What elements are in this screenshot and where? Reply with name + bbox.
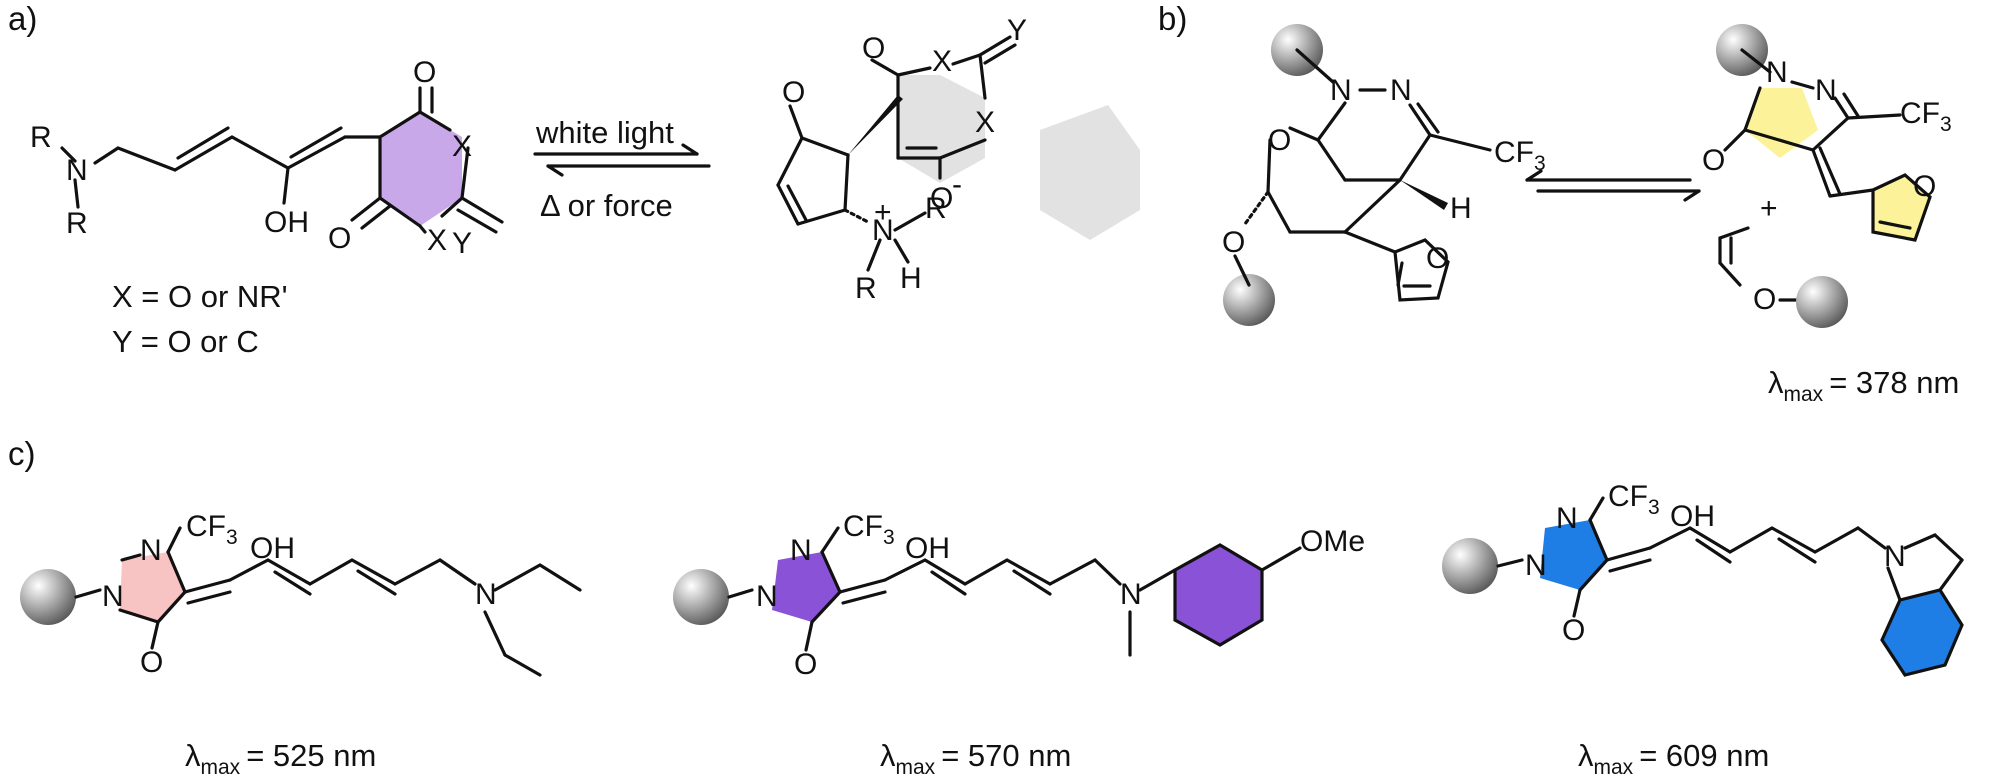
amine-n: N — [66, 154, 88, 187]
dye2-oh: OH — [905, 532, 950, 565]
polymer-bead-icon — [1442, 538, 1498, 594]
product-ring-highlight — [898, 75, 985, 183]
forward-condition: white light — [535, 115, 674, 150]
dye2-cf3: CF3 — [843, 510, 895, 549]
furan-o-right: O — [1913, 170, 1936, 203]
pink-pyrazolone-ring — [120, 552, 185, 622]
pyrazolone-o: O — [1702, 144, 1725, 177]
plus-sign: + — [1760, 192, 1778, 225]
ammonium-r-bottom: R — [855, 272, 877, 305]
cycloadduct-n2: N — [1390, 74, 1412, 107]
equilibrium-arrow-icon — [533, 143, 711, 177]
pyrazolone-n1: N — [1766, 56, 1788, 89]
dye2-amine-n: N — [1120, 578, 1142, 611]
bicyclic-ring-highlight — [1040, 105, 1140, 240]
ring-x-top: X — [452, 130, 472, 163]
cyclopentenone-product-bonds — [776, 35, 1017, 272]
dye-609-bonds — [1496, 496, 1964, 618]
enone-o: O — [782, 76, 805, 109]
dye3-n2: N — [1556, 502, 1578, 535]
ketone-o-bottom: O — [328, 222, 351, 255]
stenhouse-salt-bonds — [60, 86, 504, 234]
lambda-max-b: λmax= 378 nm — [1768, 365, 1959, 406]
panel-a-label: a) — [8, 0, 37, 37]
ketone-o-top: O — [413, 56, 436, 89]
ring-y: Y — [452, 227, 472, 260]
pyrazolone-n2: N — [1815, 74, 1837, 107]
ether-o: O — [1222, 226, 1245, 259]
stereocenter-h: H — [1450, 192, 1472, 225]
dye3-oh: OH — [1670, 500, 1715, 533]
dye1-o: O — [140, 646, 163, 679]
product-y: Y — [1007, 14, 1027, 47]
polymer-bead-icon — [673, 569, 729, 625]
dye3-n1: N — [1525, 549, 1547, 582]
dye3-cf3: CF3 — [1608, 480, 1660, 519]
vinyl-ether-bonds — [1718, 226, 1799, 302]
amine-r-top: R — [30, 121, 52, 154]
pyran-o: O — [1268, 124, 1291, 157]
cf3-right: CF3 — [1900, 97, 1952, 136]
ring-x-bottom: X — [427, 224, 447, 257]
polymer-bead-icon — [1796, 276, 1848, 328]
dye-570-bonds — [727, 526, 1177, 657]
y-definition: Y = O or C — [112, 324, 259, 359]
vinyl-ether-o: O — [1753, 283, 1776, 316]
panel-c-label: c) — [8, 435, 36, 472]
dye3-indoline-n: N — [1884, 540, 1906, 573]
furan-ring — [1393, 238, 1450, 302]
dye2-n1: N — [756, 580, 778, 613]
ammonium-h: H — [900, 262, 922, 295]
pyrazolone-ring-highlight — [1745, 88, 1818, 158]
enol-oh: OH — [264, 206, 309, 239]
enolate-o: O — [930, 182, 953, 215]
amine-r-bottom: R — [66, 207, 88, 240]
panel-b-label: b) — [1158, 0, 1187, 37]
indoline-benzo-ring — [1880, 588, 1964, 677]
blue-pyrazolone-ring — [1540, 520, 1607, 590]
dye2-o: O — [794, 648, 817, 681]
product-x-mid: X — [975, 106, 995, 139]
product-x-top: X — [932, 45, 952, 78]
equilibrium-arrow-icon — [1525, 169, 1701, 202]
polymer-bead-icon — [20, 569, 76, 625]
dye2-n2: N — [790, 534, 812, 567]
dye-525-bonds — [74, 526, 582, 677]
dione-ring-highlight — [380, 112, 462, 226]
reverse-condition: Δ or force — [540, 188, 673, 223]
dye1-n1: N — [102, 580, 124, 613]
pyrazolone-product-bonds — [1723, 48, 1902, 198]
ammonium-n: N — [872, 214, 894, 247]
x-definition: X = O or NR' — [112, 279, 288, 314]
violet-pyrazolone-ring — [772, 552, 840, 622]
dye1-amine-n: N — [475, 578, 497, 611]
product-ketone-o: O — [862, 32, 885, 65]
cycloadduct-n1: N — [1330, 74, 1352, 107]
lambda-max-609: λmax= 609 nm — [1578, 738, 1769, 779]
lambda-max-570: λmax= 570 nm — [880, 738, 1071, 779]
ammonium-r-right: R — [925, 192, 947, 225]
furan-o: O — [1426, 242, 1449, 275]
cycloadduct-bonds — [1233, 48, 1492, 302]
dye3-o: O — [1562, 614, 1585, 647]
polymer-bead-icon — [1223, 274, 1275, 326]
dye1-cf3: CF3 — [186, 510, 238, 549]
dye2-ome: OMe — [1300, 525, 1365, 558]
dye1-oh: OH — [250, 532, 295, 565]
ammonium-charge: + — [874, 196, 892, 229]
cf3-left: CF3 — [1494, 136, 1546, 175]
dye1-n2: N — [140, 534, 162, 567]
anisyl-ring — [1173, 543, 1264, 647]
lambda-max-525: λmax= 525 nm — [185, 738, 376, 779]
enolate-charge: - — [952, 168, 962, 201]
